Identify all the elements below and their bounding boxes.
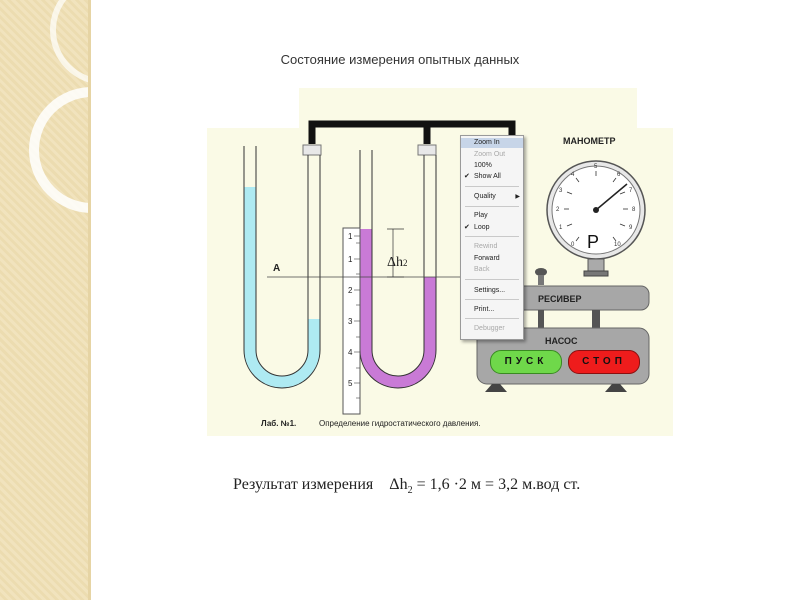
menu-zoom-in[interactable]: Zoom In xyxy=(461,138,523,148)
menu-zoom-in-label: Zoom In xyxy=(474,139,500,146)
gauge-tick-2: 2 xyxy=(556,207,560,213)
menu-separator xyxy=(465,206,519,207)
ruler-ticks xyxy=(354,235,360,399)
start-button[interactable]: ПУСК xyxy=(490,350,562,374)
menu-rewind: Rewind xyxy=(461,242,523,252)
gauge-tick-6: 6 xyxy=(617,172,621,178)
right-u-tube-outer xyxy=(359,150,437,389)
menu-settings-label: Settings... xyxy=(474,287,506,294)
scale-tick-3: 3 xyxy=(348,317,353,326)
menu-loop[interactable]: ✔ Loop xyxy=(461,223,523,233)
menu-separator xyxy=(465,318,519,319)
submenu-arrow-icon: ▶ xyxy=(515,194,520,200)
magenta-liquid xyxy=(360,229,436,388)
receiver-label: РЕСИВЕР xyxy=(538,294,581,304)
gauge-tick-3: 3 xyxy=(559,188,563,194)
menu-back-label: Back xyxy=(474,266,490,273)
dh-label: Δh2 xyxy=(387,255,408,270)
scale-tick-4: 4 xyxy=(348,348,353,357)
menu-separator xyxy=(465,236,519,237)
menu-play-label: Play xyxy=(474,212,488,219)
menu-separator xyxy=(465,299,519,300)
measurement-result: Результат измерения Δh2 = 1,6 ·2 м = 3,2… xyxy=(233,476,580,496)
menu-quality[interactable]: Quality ▶ xyxy=(461,192,523,202)
point-a-label: A xyxy=(273,263,280,274)
gauge-tick-0: 0 xyxy=(571,242,575,248)
scale-tick-2: 2 xyxy=(348,286,353,295)
scale-tick-0: 1 xyxy=(348,232,353,241)
menu-play[interactable]: Play xyxy=(461,211,523,221)
menu-print[interactable]: Print... xyxy=(461,305,523,315)
cyan-liquid xyxy=(244,187,320,388)
checkmark-icon: ✔ xyxy=(464,173,470,180)
menu-show-all[interactable]: ✔ Show All xyxy=(461,172,523,182)
tube-cap-left xyxy=(302,144,322,156)
menu-print-label: Print... xyxy=(474,306,495,313)
caption-text: Определение гидростатического давления. xyxy=(319,419,481,428)
band-edge xyxy=(88,0,91,600)
gauge-tick-4: 4 xyxy=(571,172,575,178)
result-delta-sub: 2 xyxy=(407,485,413,497)
menu-zoom-out: Zoom Out xyxy=(461,150,523,160)
menu-debugger: Debugger xyxy=(461,324,523,334)
menu-separator xyxy=(465,279,519,280)
gauge-tick-8: 8 xyxy=(632,207,636,213)
menu-forward[interactable]: Forward xyxy=(461,254,523,264)
simulation-panel[interactable]: 1 1 2 3 4 5 A Δh2 МАНОМЕТР 0 1 2 3 xyxy=(207,88,673,436)
receiver-support xyxy=(592,310,600,328)
result-label: Результат измерения xyxy=(233,476,374,493)
gauge-nut xyxy=(583,270,609,277)
pump-foot-right xyxy=(605,384,627,392)
menu-back: Back xyxy=(461,265,523,275)
menu-separator xyxy=(465,186,519,187)
valve-stem xyxy=(538,275,544,285)
scale-tick-5: 5 xyxy=(348,379,353,388)
menu-show-all-label: Show All xyxy=(474,173,501,180)
pump-label: НАСОС xyxy=(545,336,578,346)
gauge-tick-9: 9 xyxy=(629,225,633,231)
pump-foot-left xyxy=(485,384,507,392)
gauge-needle xyxy=(595,183,628,211)
menu-loop-label: Loop xyxy=(474,224,490,231)
left-u-tube-outer xyxy=(243,146,321,389)
lab-apparatus: 1 1 2 3 4 5 A Δh2 МАНОМЕТР 0 1 2 3 xyxy=(207,88,673,436)
manometer-label: МАНОМЕТР xyxy=(563,136,616,146)
right-u-tube-inner xyxy=(371,150,425,377)
context-menu[interactable]: Zoom In Zoom Out 100% ✔ Show All Quality ▶… xyxy=(460,135,524,340)
checkmark-icon: ✔ xyxy=(464,224,470,231)
gauge-ticks xyxy=(564,171,628,242)
stop-button[interactable]: СТОП xyxy=(568,350,640,374)
gauge-letter: P xyxy=(587,232,599,252)
menu-settings[interactable]: Settings... xyxy=(461,286,523,296)
valve-knob xyxy=(535,268,547,276)
left-u-tube-inner xyxy=(255,146,309,377)
decorative-arcs xyxy=(29,0,88,213)
menu-100-percent[interactable]: 100% xyxy=(461,161,523,171)
gauge-tick-1: 1 xyxy=(559,225,563,231)
gauge-tick-10: 10 xyxy=(614,242,621,248)
menu-rewind-label: Rewind xyxy=(474,243,498,250)
gauge-tick-5: 5 xyxy=(594,164,598,170)
gauge-pivot xyxy=(593,207,599,213)
menu-zoom-out-label: Zoom Out xyxy=(474,151,506,158)
receiver-pipe xyxy=(538,310,544,328)
caption-lab: Лаб. №1. xyxy=(261,419,296,428)
tube-cap-right xyxy=(417,144,437,156)
connecting-pipe xyxy=(308,120,516,144)
menu-forward-label: Forward xyxy=(474,255,500,262)
menu-100-label: 100% xyxy=(474,162,492,169)
decorative-left-band xyxy=(0,0,88,600)
gauge-tick-7: 7 xyxy=(629,188,633,194)
scale-tick-1: 1 xyxy=(348,255,353,264)
result-equation: = 1,6 ·2 м = 3,2 м.вод ст. xyxy=(412,476,581,493)
gauge-stem xyxy=(587,258,605,272)
menu-debugger-label: Debugger xyxy=(474,325,505,332)
result-delta: Δh xyxy=(389,476,408,493)
menu-quality-label: Quality xyxy=(474,193,496,200)
slide-title: Состояние измерения опытных данных xyxy=(280,52,520,67)
